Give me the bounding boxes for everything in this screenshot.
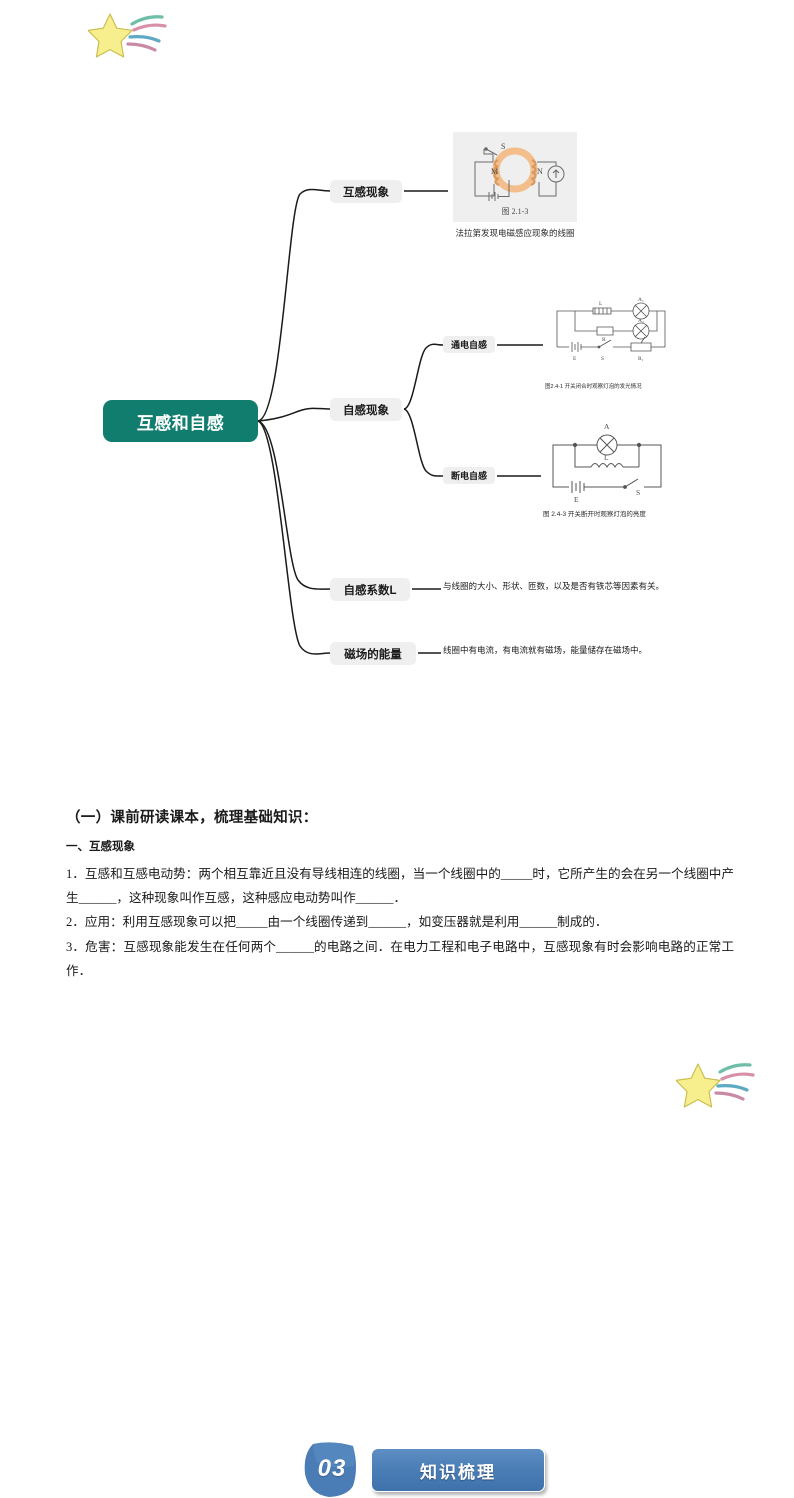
mindmap-root-node[interactable]: 互感和自感 bbox=[103, 400, 258, 442]
mindmap-node-switch-off-self-induction[interactable]: 断电自感 bbox=[443, 467, 495, 484]
svg-text:R: R bbox=[602, 337, 606, 343]
svg-text:N: N bbox=[537, 167, 543, 176]
svg-text:A: A bbox=[604, 422, 610, 431]
content-section-heading: （一）课前研读课本，梳理基础知识： bbox=[66, 810, 318, 826]
content-item-1: 1．互感和互感电动势：两个相互靠近且没有导线相连的线圈，当一个线圈中的_____… bbox=[66, 867, 734, 905]
section-title-plate: 知识梳理 bbox=[371, 1448, 545, 1492]
mindmap-connectors bbox=[257, 188, 543, 655]
svg-text:R₁: R₁ bbox=[638, 356, 644, 362]
svg-text:E: E bbox=[574, 495, 579, 503]
svg-text:A₁: A₁ bbox=[638, 297, 644, 303]
decorative-shooting-star-top bbox=[87, 10, 170, 67]
section-banner: 03 知识梳理 bbox=[0, 718, 794, 1497]
figure-mutual-induction: S M N 图 2.1-3 法拉第发现电磁感应现象的线圈 bbox=[453, 132, 595, 239]
mindmap-node-magnetic-field-energy[interactable]: 磁场的能量 bbox=[330, 642, 416, 665]
mindmap-note-magnetic-field-energy: 线圈中有电流，有电流就有磁场，能量储存在磁场中。 bbox=[443, 645, 648, 655]
svg-text:A₂: A₂ bbox=[638, 318, 644, 324]
content-item-2: 2．应用：利用互感现象可以把_____由一个线圈传递到______，如变压器就是… bbox=[66, 915, 608, 930]
mindmap-node-self-induction[interactable]: 自感现象 bbox=[330, 398, 402, 421]
figure-switch-off-self-induction: A L E S 图 2.4-3 开关断开时观察灯泡的亮度 bbox=[543, 415, 678, 520]
content-item-3: 3．危害：互感现象能发生在任何两个______的电路之间．在电力工程和电子电路中… bbox=[66, 940, 734, 978]
mindmap-node-self-inductance-coefficient[interactable]: 自感系数L bbox=[330, 578, 410, 601]
figure-mutual-induction-image: S M N 图 2.1-3 bbox=[453, 132, 577, 222]
svg-text:S: S bbox=[636, 488, 640, 497]
figure-switch-on-self-induction-image: L A₁ A₂ R E S R₁ bbox=[556, 297, 666, 362]
mindmap-node-mutual-induction[interactable]: 互感现象 bbox=[330, 180, 402, 203]
lesson-content: （一）课前研读课本，梳理基础知识： 一、互感现象 1．互感和互感电动势：两个相互… bbox=[66, 806, 734, 984]
figure-switch-off-self-induction-caption: 图 2.4-3 开关断开时观察灯泡的亮度 bbox=[543, 511, 646, 518]
svg-text:S: S bbox=[601, 356, 604, 362]
mindmap-note-self-inductance-coefficient: 与线圈的大小、形状、匝数，以及是否有铁芯等因素有关。 bbox=[443, 581, 665, 591]
svg-text:M: M bbox=[491, 167, 498, 176]
content-topic-heading: 一、互感现象 bbox=[66, 841, 135, 853]
svg-text:图 2.1-3: 图 2.1-3 bbox=[502, 207, 529, 216]
svg-text:L: L bbox=[604, 453, 609, 462]
svg-text:E: E bbox=[573, 356, 577, 362]
svg-text:L: L bbox=[599, 301, 603, 307]
figure-switch-off-self-induction-image: A L E S bbox=[552, 422, 662, 504]
mindmap: 互感和自感 互感现象 自感现象 自感系数L 磁场的能量 通电自感 断电自感 与线… bbox=[0, 110, 794, 690]
figure-switch-on-self-induction-caption: 图2.4-1 开关闭合时观察灯泡的发光情况 bbox=[545, 384, 642, 390]
mindmap-node-switch-on-self-induction[interactable]: 通电自感 bbox=[443, 336, 495, 353]
decorative-shooting-star-bottom bbox=[675, 1062, 758, 1119]
svg-text:S: S bbox=[501, 142, 505, 151]
figure-switch-on-self-induction: L A₁ A₂ R E S R₁ 图2.4-1 开关闭合时观察灯泡的发光情况 bbox=[545, 295, 685, 390]
figure-mutual-induction-caption: 法拉第发现电磁感应现象的线圈 bbox=[455, 228, 575, 238]
section-number-text: 03 bbox=[317, 1455, 347, 1482]
